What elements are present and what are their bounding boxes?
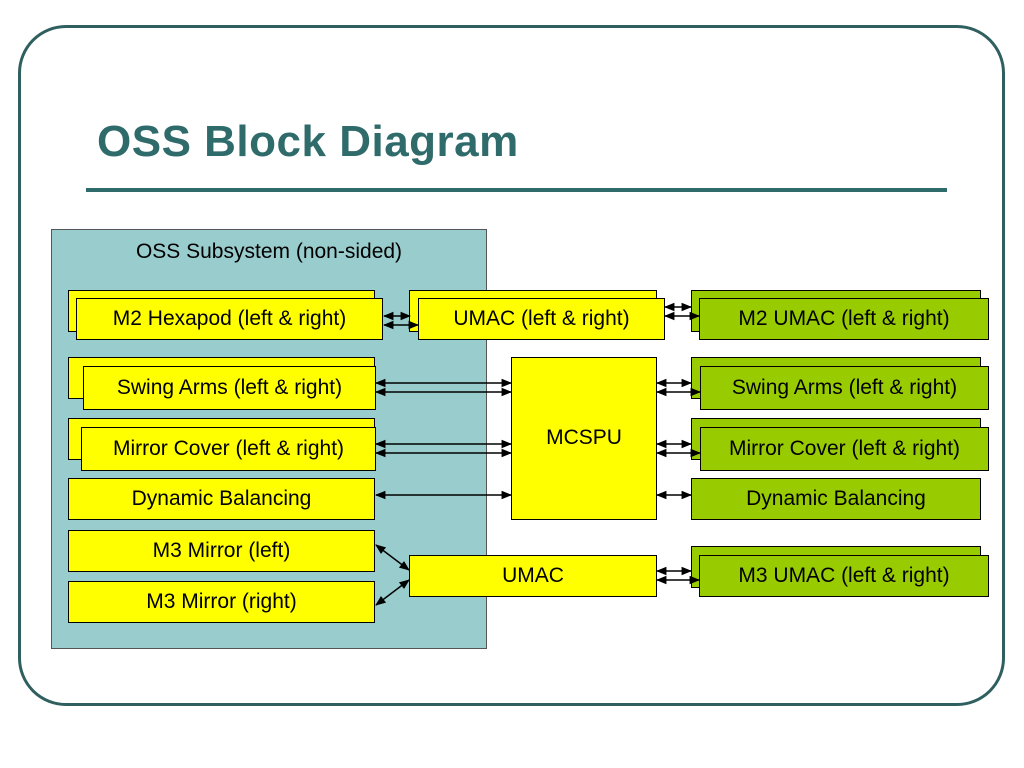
dynamic-balancing-remote-box: Dynamic Balancing [691,478,981,520]
umac-box: UMAC [409,555,657,597]
slide-frame [18,25,1005,706]
mirror-cover-box: Mirror Cover (left & right) [81,427,376,471]
swing-arms-remote-box: Swing Arms (left & right) [700,366,989,410]
m2-hexapod-box: M2 Hexapod (left & right) [76,298,383,340]
slide-title: OSS Block Diagram [97,117,519,166]
oss-subsystem-label: OSS Subsystem (non-sided) [135,240,403,263]
m3-mirror-left-box: M3 Mirror (left) [68,530,375,572]
m3-mirror-right-box: M3 Mirror (right) [68,581,375,623]
mirror-cover-remote-box: Mirror Cover (left & right) [700,427,989,471]
mcspu-box: MCSPU [511,357,657,520]
dynamic-balancing-box: Dynamic Balancing [68,478,375,520]
swing-arms-box: Swing Arms (left & right) [83,366,376,410]
umac-left-right-box: UMAC (left & right) [418,298,665,340]
m3-umac-box: M3 UMAC (left & right) [699,555,989,597]
m2-umac-box: M2 UMAC (left & right) [699,298,989,340]
title-underline [86,188,947,192]
